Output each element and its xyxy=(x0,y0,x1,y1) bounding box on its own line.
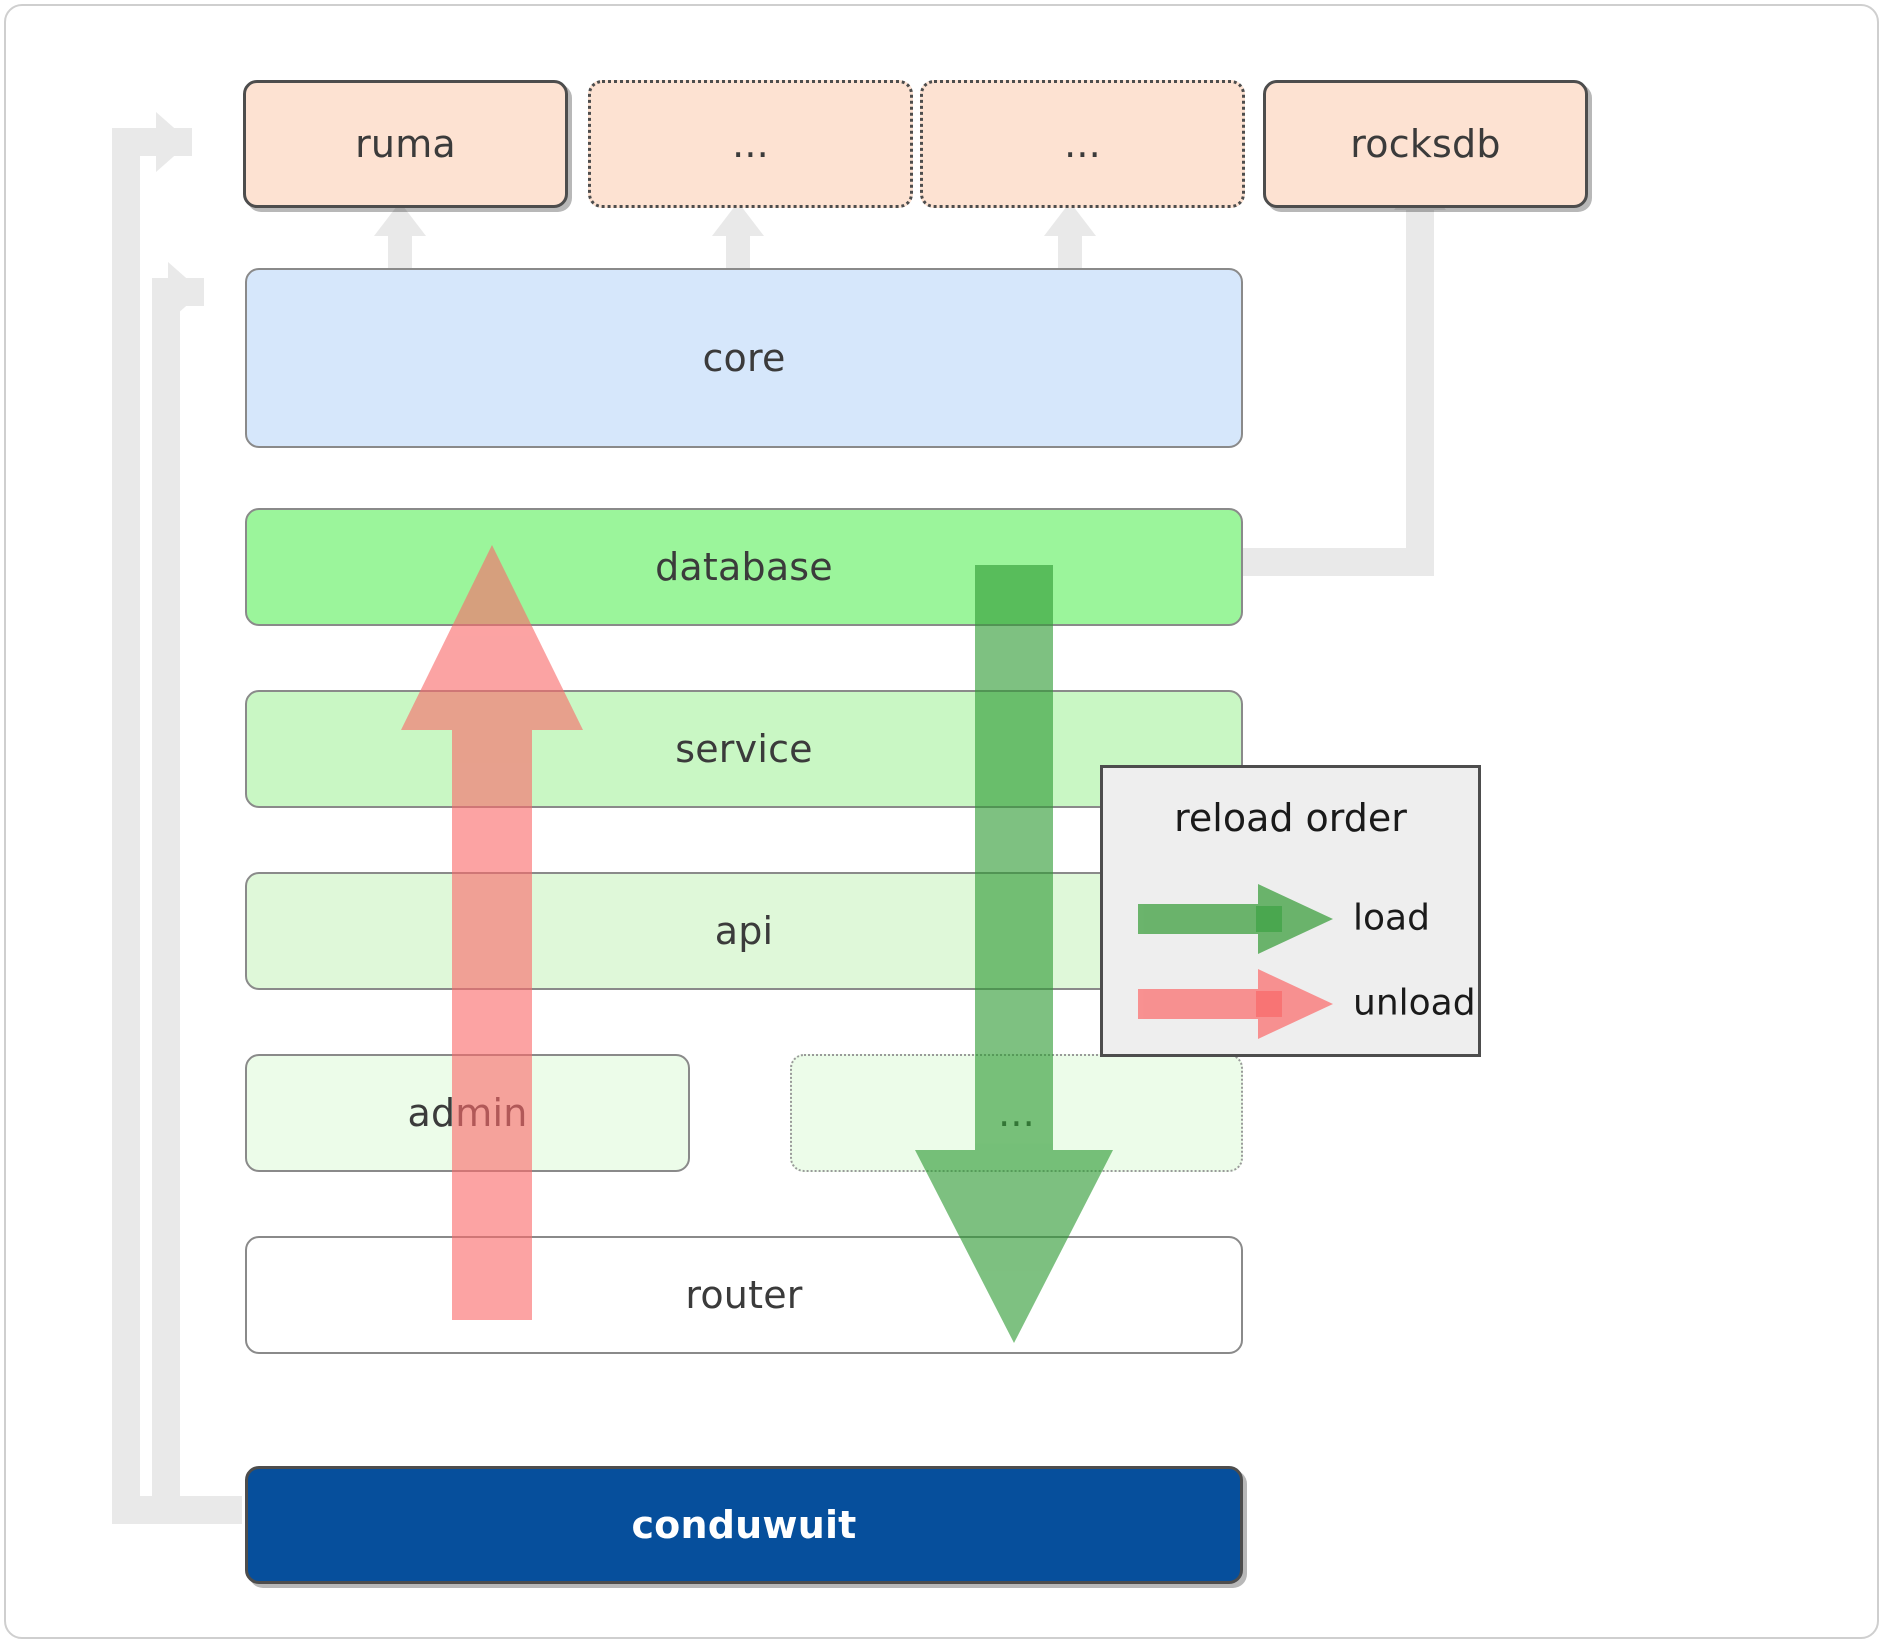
connector-conduwuit-to-core-trunk xyxy=(152,278,180,1510)
legend-panel: reload order load unload xyxy=(1100,765,1481,1057)
dependency-box-rocksdb[interactable]: rocksdb xyxy=(1263,80,1588,208)
layer-label: admin xyxy=(407,1091,528,1135)
layer-box-admin[interactable]: admin xyxy=(245,1054,690,1172)
connector-conduwuit-to-ruma-trunk xyxy=(112,128,140,1524)
dependency-box-ellipsis-1[interactable]: ... xyxy=(588,80,913,208)
legend-title: reload order xyxy=(1174,796,1407,840)
legend-label-unload: unload xyxy=(1353,982,1476,1024)
layer-label: api xyxy=(714,909,774,953)
layer-box-service[interactable]: service xyxy=(245,690,1243,808)
layer-label: router xyxy=(685,1273,803,1317)
layer-box-core[interactable]: core xyxy=(245,268,1243,448)
layer-label: service xyxy=(675,727,813,771)
connector-core-arrowhead xyxy=(168,262,202,322)
layer-box-ellipsis[interactable]: ... xyxy=(790,1054,1243,1172)
unload-arrow-icon xyxy=(1138,969,1333,1039)
layer-label: core xyxy=(702,336,786,380)
layer-box-router[interactable]: router xyxy=(245,1236,1243,1354)
legend-row-load: load xyxy=(1103,878,1478,958)
connector-ruma-arrowhead xyxy=(156,112,190,172)
dependency-box-ellipsis-2[interactable]: ... xyxy=(920,80,1245,208)
dependency-box-ruma[interactable]: ruma xyxy=(243,80,568,208)
load-arrow-icon xyxy=(1138,884,1333,954)
layer-label: ... xyxy=(998,1091,1035,1135)
layer-box-api[interactable]: api xyxy=(245,872,1243,990)
dependency-label: rocksdb xyxy=(1350,122,1501,166)
diagram-frame xyxy=(4,4,1879,1639)
connector-database-to-rocksdb-vertical xyxy=(1406,208,1434,576)
dependency-label: ruma xyxy=(355,122,456,166)
layer-box-database[interactable]: database xyxy=(245,508,1243,626)
dependency-label: ... xyxy=(1064,122,1101,166)
layer-label: database xyxy=(655,545,833,589)
binary-box-conduwuit[interactable]: conduwuit xyxy=(245,1466,1243,1584)
legend-label-load: load xyxy=(1353,897,1430,939)
binary-label: conduwuit xyxy=(631,1503,857,1547)
dependency-label: ... xyxy=(732,122,769,166)
legend-row-unload: unload xyxy=(1103,963,1478,1043)
